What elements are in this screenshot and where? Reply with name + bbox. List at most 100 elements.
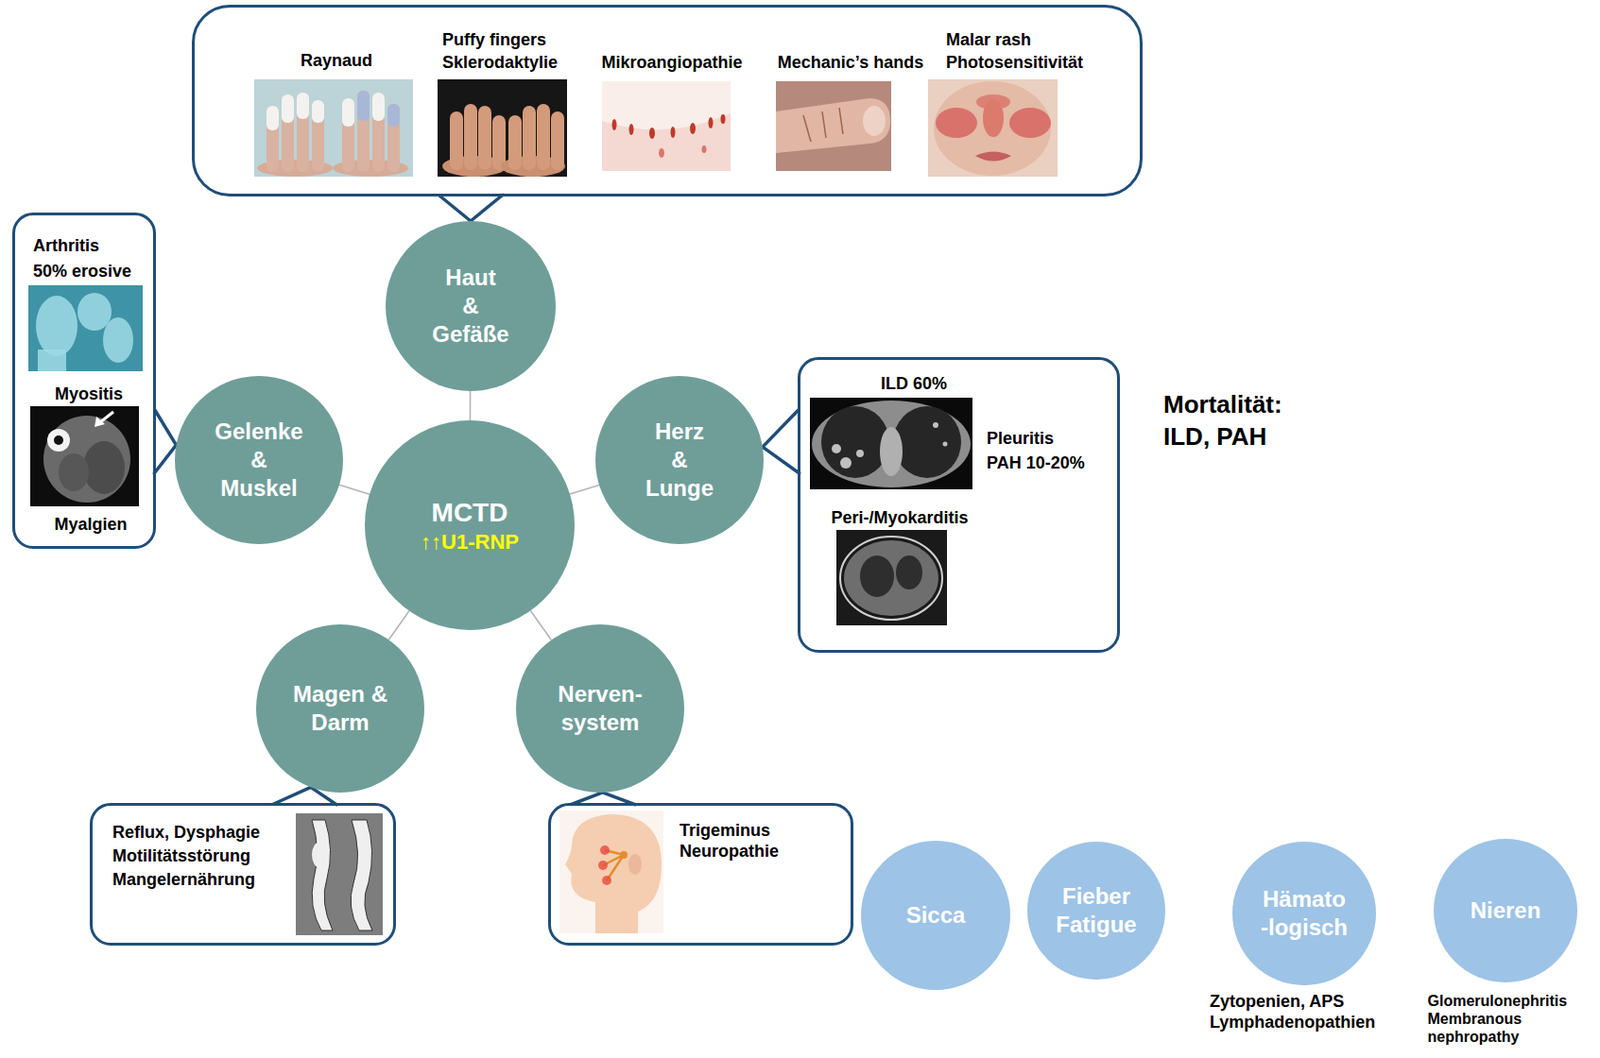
circle-label: Magen & Darm	[283, 680, 397, 738]
caption-text: Glomerulonephritis Membranous nephropath…	[1427, 992, 1584, 1048]
hand-xray-shape	[103, 317, 134, 363]
puffy-fingers-photo-shape	[522, 105, 536, 171]
label-slot: Raynaud	[300, 51, 373, 72]
trigeminal-head-shape	[619, 851, 628, 860]
organ-circle: Magen & Darm	[256, 624, 425, 793]
cardiac-mri-shape	[860, 555, 895, 598]
capillaroscopy-photo-shape	[702, 145, 707, 154]
label-slot: Trigeminus Neuropathie	[679, 821, 803, 862]
circle-label: Nerven- system	[552, 680, 648, 738]
label-slot: Peri-/Myokarditis	[830, 508, 968, 530]
esophagram-shape	[311, 842, 329, 869]
circle-label: Haut & Gefäße	[431, 263, 509, 349]
lung-ct-shape	[809, 397, 973, 490]
connector-line	[469, 391, 472, 421]
callout-label: Reflux, Dysphagie	[112, 823, 260, 844]
callout-label: Puffy fingers	[442, 30, 547, 52]
thigh-mri	[30, 406, 139, 507]
hand-xray-shape	[28, 285, 143, 372]
lung-ct-shape	[856, 449, 864, 458]
label-slot: Mortalität: ILD, PAH	[1163, 389, 1325, 454]
puffy-fingers-photo	[437, 79, 568, 177]
connector-line	[388, 611, 410, 641]
trigeminal-head-shape	[559, 810, 664, 934]
lung-ct-shape	[811, 400, 971, 488]
puffy-fingers-photo-shape	[508, 115, 522, 171]
malar-rash-photo-shape	[935, 107, 978, 138]
capillaroscopy-photo-shape	[629, 123, 635, 136]
thigh-mri-shape	[30, 406, 139, 507]
capillaroscopy-photo-shape	[721, 114, 726, 124]
circle-label: Herz & Lunge	[645, 417, 714, 503]
raynaud-photo-shape	[357, 90, 370, 173]
raynaud-photo-shape	[311, 100, 325, 173]
label-slot: ILD 60%	[880, 374, 947, 396]
callout-label: Trigeminus Neuropathie	[679, 821, 803, 862]
mechanics-hands-photo	[775, 81, 892, 172]
puffy-fingers-photo-shape	[437, 79, 568, 177]
label-slot: Puffy fingers	[442, 30, 547, 52]
symptom-circle: Fieber Fatigue	[1027, 842, 1166, 981]
center-circle: MCTD↑↑U1-RNP	[364, 420, 575, 631]
malar-rash-photo-shape	[928, 79, 1058, 177]
raynaud-photo-shape	[342, 98, 355, 127]
lung-ct-shape	[840, 457, 852, 469]
label-slot: Sklerodaktylie	[442, 52, 558, 74]
organ-circle: Gelenke & Muskel	[174, 376, 344, 545]
cardiac-mri-shape	[895, 555, 923, 590]
raynaud-photo-shape	[357, 90, 370, 121]
callout-label: 50% erosive	[33, 261, 132, 283]
capillaroscopy-photo	[602, 81, 731, 172]
raynaud-photo-shape	[387, 103, 400, 127]
puffy-fingers-photo-shape	[478, 105, 492, 171]
capillaroscopy-photo-shape	[708, 117, 714, 129]
trigeminal-head-shape	[598, 860, 608, 871]
callout-label: Pleuritis	[986, 429, 1054, 450]
cardiac-mri-shape	[840, 536, 943, 620]
lung-ct-shape	[943, 442, 948, 448]
trigeminal-head-shape	[565, 814, 662, 934]
organ-circle: Haut & Gefäße	[385, 221, 556, 392]
callout-label: Myalgien	[53, 515, 127, 536]
caption-slot: Glomerulonephritis Membranous nephropath…	[1427, 992, 1584, 1048]
capillaroscopy-photo-shape	[612, 119, 618, 131]
esophagram-shape	[350, 820, 373, 931]
lung-ct-shape	[893, 406, 962, 479]
capillaroscopy-photo-shape	[689, 122, 696, 135]
organ-circle: Herz & Lunge	[595, 376, 764, 545]
label-slot: Photosensitivität	[946, 52, 1084, 74]
symptom-circle: NierenGlomerulonephritis Membranous neph…	[1433, 839, 1578, 983]
mechanics-hands-photo-shape	[775, 98, 891, 154]
text-stack: Nieren	[1433, 839, 1578, 983]
callout-label: Mikroangiopathie	[601, 52, 742, 74]
raynaud-photo-shape	[266, 105, 279, 131]
caption-slot: Zytopenien, APS Lymphadenopathien	[1209, 992, 1399, 1033]
circle-label: Sicca	[906, 901, 966, 930]
capillaroscopy-photo-shape	[602, 81, 731, 130]
thigh-mri-shape	[47, 429, 70, 452]
note-label: Mortalität: ILD, PAH	[1163, 389, 1325, 454]
callout-label: Myositis	[54, 384, 123, 406]
cardiac-mri-shape	[843, 540, 939, 617]
label-slot: Myositis	[54, 384, 123, 406]
hand-xray-shape	[37, 349, 67, 372]
callout-label: Motilitätsstörung	[112, 846, 251, 868]
thigh-mri-shape	[94, 416, 105, 428]
lung-ct-shape	[879, 427, 903, 477]
callout-label: Arthritis	[33, 236, 100, 258]
callout-label: Sklerodaktylie	[442, 52, 558, 74]
callout-label: ILD 60%	[880, 374, 947, 396]
raynaud-photo-shape	[387, 103, 400, 173]
malar-rash-photo-shape	[933, 81, 1051, 176]
connector-line	[530, 610, 551, 640]
callout-label: Malar rash	[946, 30, 1032, 52]
label-slot: 50% erosive	[33, 261, 132, 283]
puffy-fingers-photo-shape	[550, 111, 565, 171]
callout-label: Peri-/Myokarditis	[830, 508, 968, 530]
callout-label: Raynaud	[300, 51, 373, 72]
raynaud-photo-shape	[296, 92, 310, 173]
circle-label: Fieber Fatigue	[1055, 882, 1136, 940]
circle-label: ↑↑U1-RNP	[420, 529, 519, 556]
malar-rash-photo	[928, 79, 1058, 177]
